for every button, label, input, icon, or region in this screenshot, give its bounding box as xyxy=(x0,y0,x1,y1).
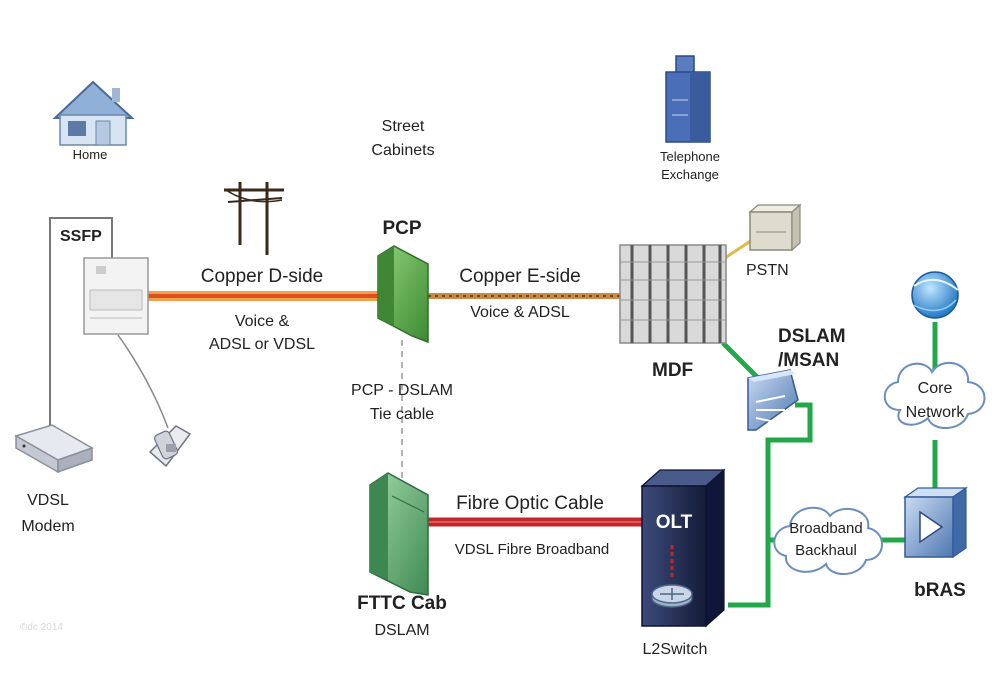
ssfp-label: SSFP xyxy=(60,228,102,245)
l2switch-label: L2Switch xyxy=(642,641,708,658)
telephone-exchange-label-2: Exchange xyxy=(661,167,719,182)
broadband-backhaul-label-2: Backhaul xyxy=(795,542,857,559)
street-cabinets-label-2: Cabinets xyxy=(371,142,435,159)
home-icon xyxy=(52,80,135,146)
ssfp-cabinet-icon xyxy=(83,257,149,335)
copper-e-side-label: Copper E-side xyxy=(459,266,581,287)
bras-device-icon xyxy=(903,486,968,559)
street-cabinets-label-1: Street xyxy=(381,118,425,135)
voice-adsl-vdsl-label-2: ADSL or VDSL xyxy=(208,336,316,353)
internet-globe-icon xyxy=(911,271,959,319)
watermark-text: ©dc 2014 xyxy=(20,622,63,633)
voice-adsl-label: Voice & ADSL xyxy=(470,304,570,321)
ssfp-link xyxy=(49,217,113,455)
pcp-cabinet-icon xyxy=(377,245,429,344)
mdf-label: MDF xyxy=(652,360,694,381)
pcp-dslam-tie-label-2: Tie cable xyxy=(369,406,435,423)
fttc-cabinet-icon xyxy=(369,472,429,596)
fttc-cab-label: FTTC Cab xyxy=(357,593,447,614)
home-label: Home xyxy=(72,147,108,162)
olt-cabinet-icon xyxy=(640,468,726,628)
phone-cable xyxy=(117,334,169,429)
broadband-backhaul-label-1: Broadband xyxy=(789,520,863,537)
pstn-switch-icon xyxy=(748,203,802,252)
copper-d-side-label: Copper D-side xyxy=(200,266,324,287)
mdf-pstn-link xyxy=(724,238,753,260)
broadband-backhaul-cloud-icon xyxy=(773,506,883,575)
telephone-exchange-label-1: Telephone xyxy=(660,149,720,164)
bras-label: bRAS xyxy=(914,580,966,601)
core-network-label-1: Core xyxy=(917,380,953,397)
green-links xyxy=(721,322,938,608)
vdsl-modem-label-2: Modem xyxy=(21,518,75,535)
dslam-msan-label-1: DSLAM xyxy=(778,326,846,347)
desk-phone-icon xyxy=(148,425,192,468)
core-network-label-2: Network xyxy=(905,404,965,421)
dslam-msan-label-2: /MSAN xyxy=(778,350,840,371)
pstn-label: PSTN xyxy=(746,262,789,279)
fibre-optic-cable-label: Fibre Optic Cable xyxy=(456,493,604,514)
telephone-pole-icon xyxy=(224,182,284,255)
vdsl-modem-label-1: VDSL xyxy=(27,492,69,509)
voice-adsl-vdsl-label-1: Voice & xyxy=(234,313,290,330)
olt-label: OLT xyxy=(655,512,693,533)
mdf-frame-icon xyxy=(619,244,727,344)
pcp-dslam-tie-label-1: PCP - DSLAM xyxy=(351,382,453,399)
pcp-label: PCP xyxy=(382,218,422,239)
core-network-cloud-icon xyxy=(883,362,986,429)
dslam-label: DSLAM xyxy=(374,622,430,639)
vdsl-modem-icon xyxy=(14,424,94,474)
telephone-exchange-icon xyxy=(665,55,711,143)
dslam-msan-device-icon xyxy=(747,369,799,431)
vdsl-fibre-broadband-label: VDSL Fibre Broadband xyxy=(454,541,610,558)
